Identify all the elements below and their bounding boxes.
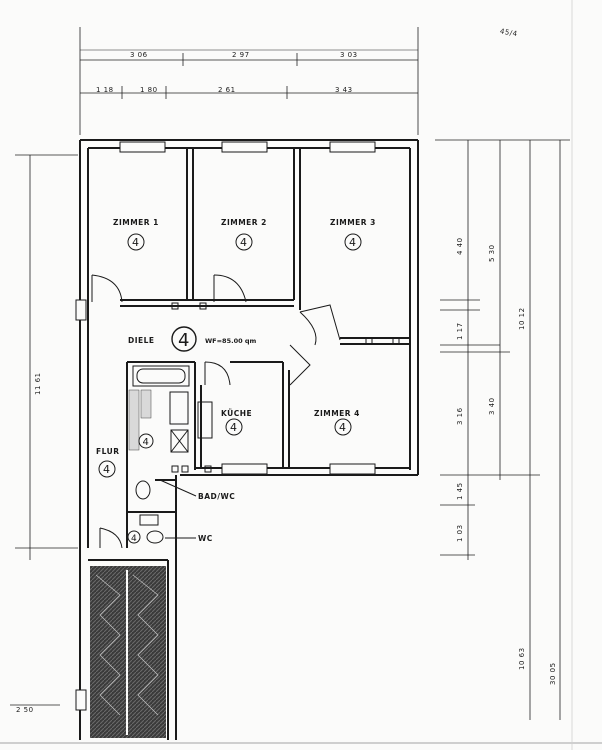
room-marker-zimmer3 (344, 233, 362, 251)
dim-right-6: 5 30 (488, 244, 496, 262)
room-marker-bad (138, 433, 154, 449)
room-number-wc: 4 (131, 534, 137, 544)
leader-lines (159, 479, 197, 539)
room-marker-zimmer2 (235, 233, 253, 251)
shaft-marks (171, 302, 400, 473)
room-marker-wc (127, 530, 141, 544)
room-marker-flur (98, 460, 116, 478)
room-number-flur: 4 (103, 463, 110, 476)
label-bad-wc: BAD/WC (198, 492, 235, 501)
staircase (90, 566, 166, 738)
sanitary-fixtures (132, 365, 213, 544)
right-dimension-lines (435, 139, 570, 720)
corner-note: 45/4 (499, 27, 518, 38)
room-label-kueche: KÜCHE (221, 409, 252, 418)
wohnflaeche: WF=85.00 qm (205, 337, 257, 345)
dim-top-5: 1 80 (140, 86, 158, 94)
room-label-zimmer3: ZIMMER 3 (330, 218, 376, 227)
dim-top-1: 3 06 (130, 51, 148, 59)
kitchen-tile-pattern (128, 389, 152, 451)
room-label-zimmer4: ZIMMER 4 (314, 409, 360, 418)
room-label-zimmer2: ZIMMER 2 (221, 218, 267, 227)
room-marker-zimmer4 (334, 418, 352, 436)
room-label-zimmer1: ZIMMER 1 (113, 218, 159, 227)
dim-right-3: 3 16 (456, 407, 464, 425)
dim-top-3: 3 03 (340, 51, 358, 59)
dim-right-7: 3 40 (488, 397, 496, 415)
top-dimension-lines (79, 27, 419, 135)
dim-right-4: 1 45 (456, 482, 464, 500)
room-marker-kueche (225, 418, 243, 436)
room-number-kueche: 4 (230, 421, 237, 434)
doors (91, 274, 341, 549)
left-dimension-lines (10, 154, 78, 706)
dim-top-6: 2 61 (218, 86, 236, 94)
flat-number: 4 (178, 330, 189, 351)
dim-right-10: 30 05 (549, 662, 557, 685)
dim-right-8: 10 12 (518, 307, 526, 330)
room-marker-zimmer1 (127, 233, 145, 251)
room-number-zimmer2: 4 (240, 236, 247, 249)
dim-top-4: 1 18 (96, 86, 114, 94)
windows (75, 141, 376, 711)
room-label-diele: DIELE (128, 336, 155, 345)
room-number-zimmer4: 4 (339, 421, 346, 434)
dim-right-1: 4 40 (456, 237, 464, 255)
room-number-zimmer1: 4 (132, 236, 139, 249)
room-label-flur: FLUR (96, 447, 120, 456)
dim-right-9: 10 63 (518, 647, 526, 670)
dim-right-2: 1 17 (456, 322, 464, 340)
flat-number-marker (171, 326, 197, 352)
dim-right-5: 1 03 (456, 524, 464, 542)
room-number-bad: 4 (143, 437, 149, 448)
room-number-zimmer3: 4 (349, 236, 356, 249)
label-wc: WC (198, 534, 213, 543)
dim-left: 11 61 (34, 372, 42, 395)
dim-top-2: 2 97 (232, 51, 250, 59)
dim-bottom-left: 2 50 (16, 706, 34, 714)
dim-top-7: 3 43 (335, 86, 353, 94)
